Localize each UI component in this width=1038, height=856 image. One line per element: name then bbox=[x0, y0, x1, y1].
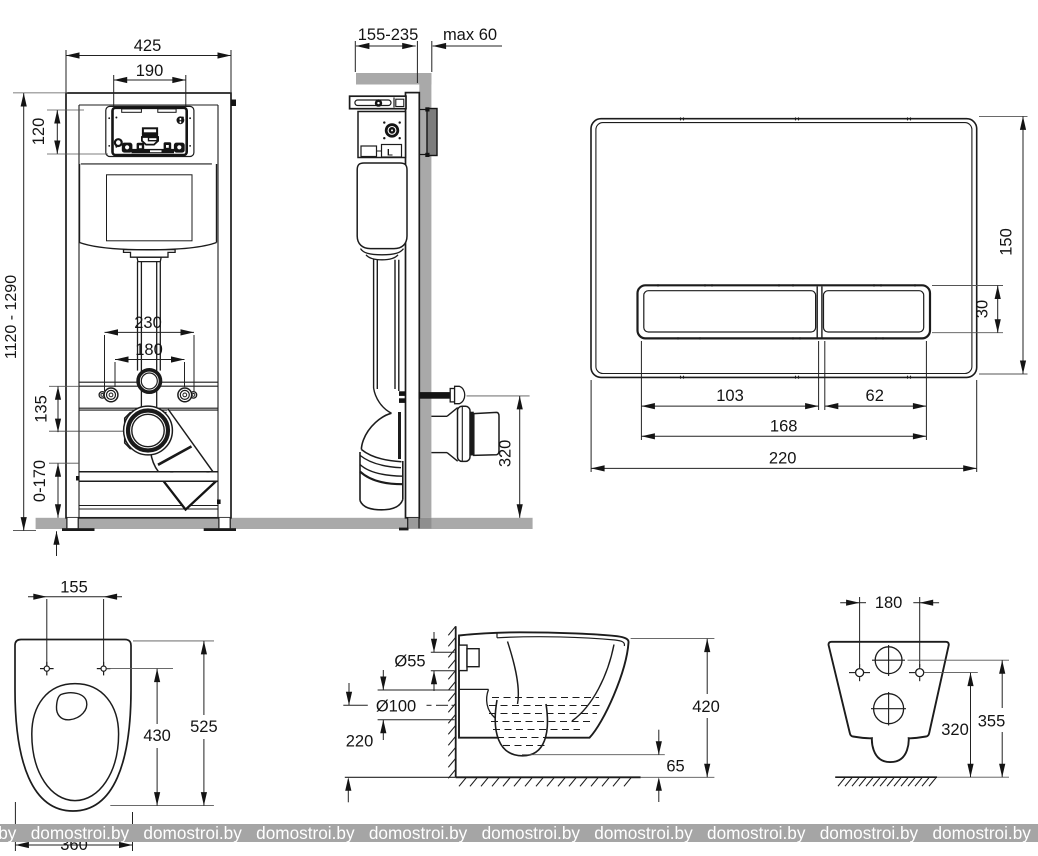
svg-text:430: 430 bbox=[143, 727, 171, 745]
svg-text:1120 - 1290: 1120 - 1290 bbox=[3, 275, 20, 359]
svg-text:425: 425 bbox=[134, 37, 162, 55]
svg-text:320: 320 bbox=[941, 721, 969, 739]
svg-text:65: 65 bbox=[666, 758, 684, 776]
svg-text:150: 150 bbox=[998, 228, 1016, 256]
svg-text:30: 30 bbox=[974, 300, 992, 318]
svg-text:180: 180 bbox=[875, 594, 903, 612]
svg-text:155: 155 bbox=[60, 579, 88, 597]
svg-text:220: 220 bbox=[769, 449, 797, 467]
svg-text:120: 120 bbox=[30, 118, 48, 146]
svg-text:320: 320 bbox=[497, 440, 515, 468]
svg-text:135: 135 bbox=[33, 395, 51, 423]
svg-text:Ø100: Ø100 bbox=[376, 698, 416, 716]
svg-text:103: 103 bbox=[716, 387, 744, 405]
svg-text:domostroi.by domostroi.by: domostroi.by domostroi.by domostroi.by d… bbox=[0, 823, 1038, 843]
svg-text:420: 420 bbox=[692, 698, 720, 716]
svg-text:230: 230 bbox=[134, 314, 162, 332]
svg-text:62: 62 bbox=[866, 387, 884, 405]
svg-text:Ø55: Ø55 bbox=[394, 653, 425, 671]
svg-text:525: 525 bbox=[190, 718, 218, 736]
svg-text:180: 180 bbox=[135, 341, 163, 359]
svg-text:168: 168 bbox=[770, 417, 798, 435]
svg-text:220: 220 bbox=[346, 733, 374, 751]
svg-text:0-170: 0-170 bbox=[31, 460, 49, 502]
svg-text:155-235: 155-235 bbox=[358, 26, 419, 44]
svg-text:max 60: max 60 bbox=[443, 26, 497, 44]
svg-text:190: 190 bbox=[136, 62, 164, 80]
svg-text:355: 355 bbox=[978, 712, 1006, 730]
svg-text:L: L bbox=[387, 148, 393, 159]
